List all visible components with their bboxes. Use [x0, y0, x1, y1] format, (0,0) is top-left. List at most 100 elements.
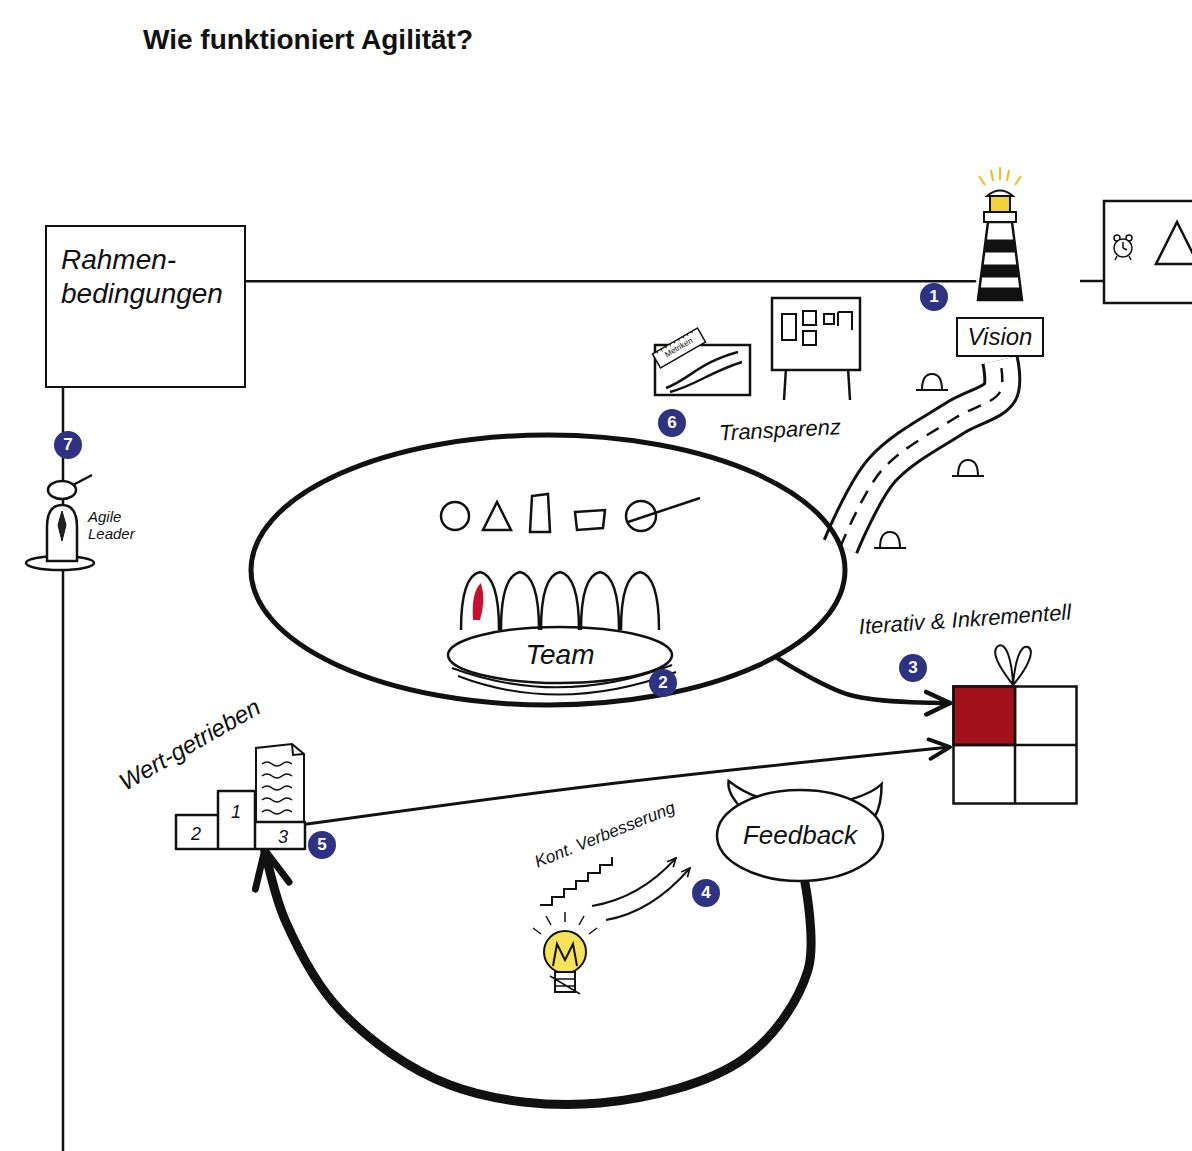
team-members [461, 572, 499, 630]
frame-line [1104, 201, 1192, 303]
idea-bulb [533, 912, 597, 994]
vision-node: Vision [975, 165, 1025, 360]
value-document [292, 744, 304, 755]
team-members [621, 572, 659, 630]
podium-rank: 2 [191, 824, 201, 845]
callout-number: 7 [54, 431, 82, 459]
road-hills [922, 374, 942, 390]
agile-leader-figure [48, 481, 76, 499]
node-label: Team [525, 638, 594, 672]
frame-line [62, 388, 65, 1151]
lighthouse [990, 196, 1010, 212]
alarm-clock-icon [1114, 235, 1132, 260]
idea-bulb [550, 976, 580, 994]
road-centerline [840, 360, 1002, 547]
kanban-board [784, 368, 786, 400]
road-edge [840, 360, 1002, 547]
lighthouse [984, 212, 1016, 222]
road-hills [880, 532, 900, 548]
warning-triangle [1156, 222, 1192, 264]
principle-label: Transparenz [718, 414, 841, 446]
value-document [256, 744, 304, 822]
idea-bulb [553, 944, 577, 966]
frame-box: Rahmen- bedingungen [45, 225, 246, 388]
improvement-arrows [592, 858, 676, 906]
alarm-clock-icon [1115, 242, 1131, 260]
callout-number: 1 [920, 283, 948, 311]
lighthouse [991, 170, 993, 181]
team-shapes [530, 494, 550, 532]
team-plate [448, 627, 672, 683]
gift-box [954, 687, 1077, 804]
team-members [473, 583, 484, 620]
agile-leader-figure [47, 505, 77, 561]
cycle-arrow [265, 850, 811, 1104]
frame-line [1080, 280, 1104, 283]
road-hills [874, 547, 906, 549]
idea-bulb [544, 931, 586, 973]
page-title: Wie funktioniert Agilität? [143, 24, 473, 56]
lighthouse [999, 167, 1001, 180]
callout-number: 3 [899, 654, 927, 682]
metrics-chart [670, 362, 742, 392]
callout-number: 4 [692, 879, 720, 907]
lighthouse [981, 265, 1019, 277]
kanban-board [838, 312, 852, 330]
kanban-board [772, 298, 860, 400]
team-plate [458, 672, 676, 695]
warning-triangle [1156, 222, 1192, 264]
lighthouse [1015, 176, 1021, 185]
node-label: Iterativ & Inkrementell [858, 599, 1072, 640]
feedback-bubble: Feedback [715, 788, 885, 883]
callout-number: 2 [649, 669, 677, 697]
kanban-board [772, 298, 860, 370]
team-members [541, 572, 579, 630]
gift-grid [954, 687, 1077, 804]
node-label: Vision [968, 323, 1033, 352]
bubble-outline [717, 790, 883, 881]
kanban-board [848, 368, 850, 400]
cycle-arrow [265, 850, 811, 1104]
improvement-arrows [540, 857, 690, 920]
metrics-ruler [652, 328, 705, 368]
value-document [256, 744, 304, 822]
team-loop: Team [248, 432, 848, 708]
road-hills [952, 475, 984, 477]
agile-leader-figure [73, 475, 92, 485]
team-shapes [483, 502, 511, 530]
team-shapes [575, 510, 605, 530]
kanban-board [803, 311, 816, 325]
node-label: Wert-getrieben [114, 693, 265, 797]
increment-gift: Iterativ & Inkrementell [952, 685, 1078, 805]
agile-leader-figure [26, 475, 94, 570]
value-document [262, 762, 292, 814]
lighthouse [987, 191, 1013, 197]
team-members [501, 572, 539, 630]
lighthouse [978, 167, 1022, 300]
team-shapes [626, 501, 656, 531]
kanban-board [824, 314, 834, 324]
team-members [461, 572, 659, 630]
improvement-arrows [606, 868, 690, 920]
lighthouse [979, 176, 985, 185]
callout-number: 5 [308, 831, 336, 859]
team-shapes [628, 498, 700, 522]
road-surface [840, 360, 1002, 547]
kanban-board [803, 331, 816, 345]
frame-line [246, 281, 975, 282]
role-label: Agile Leader [88, 508, 148, 543]
kanban-board [782, 314, 796, 340]
metrics-ruler [652, 328, 705, 368]
gift-bow [995, 645, 1031, 685]
lighthouse [978, 222, 1022, 300]
callout-number: 6 [658, 409, 686, 437]
team-shapes [441, 494, 700, 532]
podium-steps [176, 791, 305, 849]
road-connector [840, 360, 1002, 547]
frame-line [246, 280, 975, 283]
node-outline [952, 685, 1078, 805]
